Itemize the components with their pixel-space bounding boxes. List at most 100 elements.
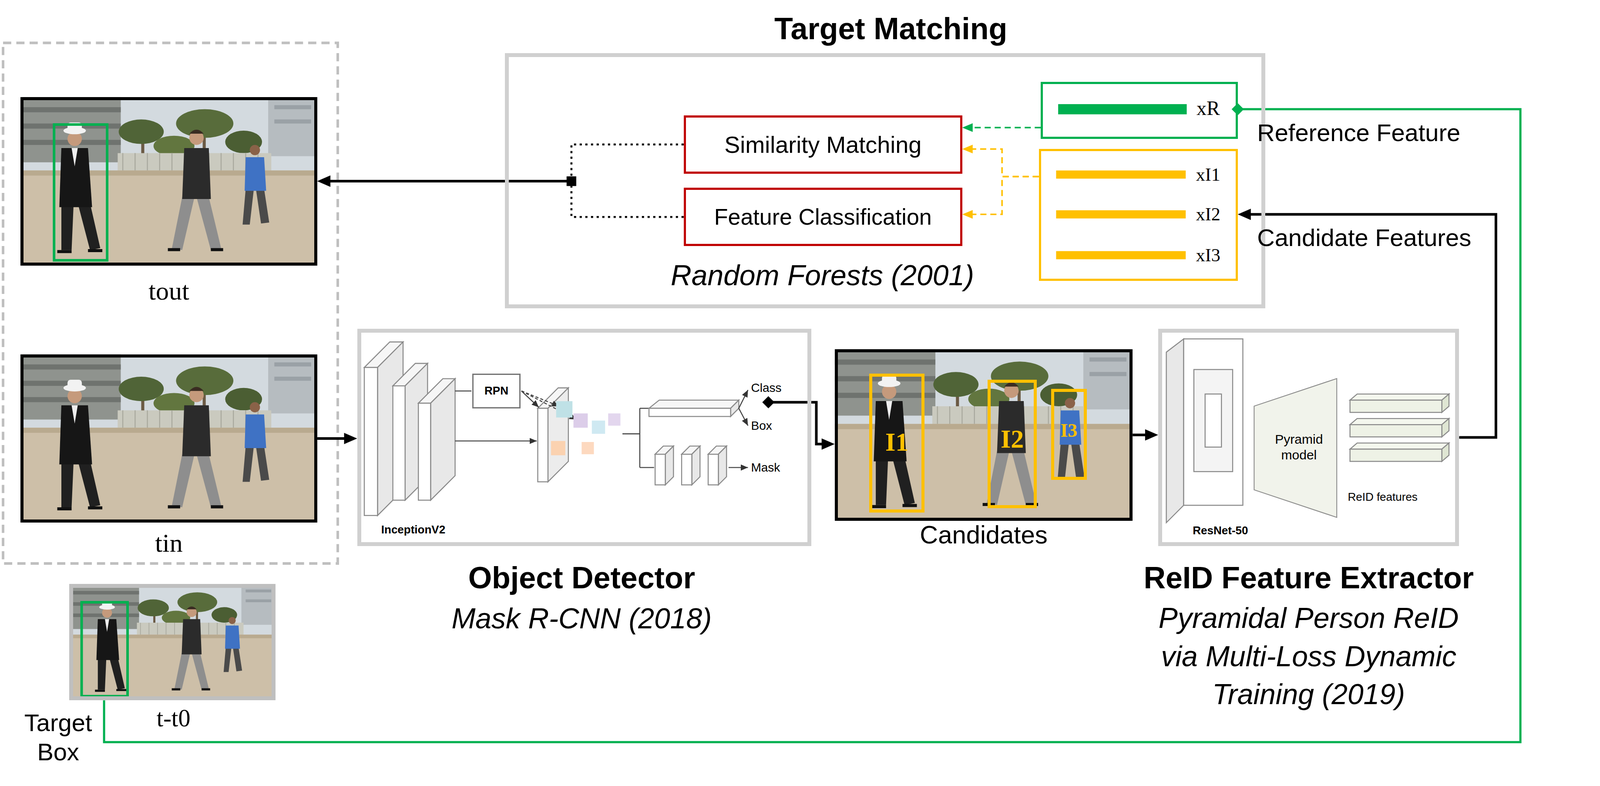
candidate-id: I2 xyxy=(1000,423,1024,455)
node-text: RPN xyxy=(484,383,509,398)
connector-arrow xyxy=(762,396,835,450)
detector-illustration xyxy=(521,390,560,407)
feature-bar xyxy=(1055,170,1186,179)
scene-photo xyxy=(20,97,318,266)
reid-illustration xyxy=(1350,418,1449,425)
trapezoid-shape xyxy=(1253,378,1337,518)
detector-illustration xyxy=(521,390,577,420)
reid-illustration xyxy=(1350,424,1443,437)
feature-box: xI1xI2xI3 xyxy=(1038,148,1238,281)
time-label: tout xyxy=(148,275,189,307)
detector-illustration xyxy=(418,403,431,501)
arrow-head xyxy=(344,432,358,444)
panel-heading: ReID Feature Extractor xyxy=(1143,559,1474,596)
detector-illustration xyxy=(648,400,739,409)
reid-illustration xyxy=(1442,442,1449,461)
reid-illustration xyxy=(1183,338,1243,505)
annotation-label: Mask xyxy=(750,460,780,475)
detector-illustration xyxy=(608,413,621,426)
detector-illustration xyxy=(622,433,640,434)
annotation-label: InceptionV2 xyxy=(381,522,446,537)
connector-line xyxy=(768,402,824,444)
candidate-box: I2 xyxy=(987,379,1037,508)
detector-illustration xyxy=(551,440,566,456)
process-box: Feature Classification xyxy=(683,187,963,246)
feature-symbol: xI2 xyxy=(1196,203,1221,226)
image-frame: tout xyxy=(20,97,318,266)
connector-line xyxy=(328,179,572,183)
detector-illustration xyxy=(639,408,641,468)
detector-illustration xyxy=(648,408,731,417)
detector-illustration xyxy=(393,385,406,501)
detector-illustration xyxy=(430,378,455,501)
process-box: Similarity Matching xyxy=(683,115,963,174)
annotation-label: ResNet-50 xyxy=(1192,523,1248,538)
connector-diamond xyxy=(762,396,775,409)
detector-illustration xyxy=(639,466,655,468)
feature-symbol: xI1 xyxy=(1196,163,1221,186)
method-caption: Mask R-CNN (2018) xyxy=(451,601,712,636)
reid-illustration xyxy=(1166,338,1184,523)
connector-arrow xyxy=(317,432,357,444)
pyramid-trapezoid: Pyramid model xyxy=(1253,377,1338,519)
module-panel: Object DetectorMask R-CNN (2018)RPN xyxy=(357,328,812,546)
connector-arrow xyxy=(1132,429,1159,441)
candidate-id: I3 xyxy=(1060,419,1078,443)
node-text: Pyramid model xyxy=(1265,431,1333,463)
time-label: tin xyxy=(154,527,183,559)
rpn-box: RPN xyxy=(472,373,521,409)
scene-photo xyxy=(20,353,318,523)
feature-bar xyxy=(1058,104,1187,115)
connector-arrow xyxy=(962,176,1039,219)
detector-illustration xyxy=(537,408,548,482)
connector-line xyxy=(971,176,1039,215)
detector-illustration xyxy=(738,408,748,426)
connector-line xyxy=(971,126,1041,129)
detector-illustration xyxy=(655,453,666,485)
detector-illustration xyxy=(364,367,378,516)
connector-line xyxy=(328,179,572,183)
annotation-label: ReID features xyxy=(1347,490,1418,504)
detector-illustration xyxy=(556,400,573,418)
scene-photo xyxy=(69,583,276,700)
detector-illustration xyxy=(665,445,674,485)
detector-illustration xyxy=(581,441,594,454)
detector-illustration xyxy=(364,341,748,516)
frame-caption: Candidates xyxy=(919,519,1048,551)
frame-caption: Target Box xyxy=(6,707,109,766)
detector-illustration xyxy=(730,400,740,417)
arrow-head xyxy=(962,144,973,154)
arrow-head xyxy=(1237,208,1251,220)
detector-illustration xyxy=(718,445,727,485)
target-highlight xyxy=(53,124,108,261)
detector-illustration xyxy=(681,453,692,485)
reid-illustration xyxy=(1193,369,1233,472)
detector-illustration xyxy=(573,413,589,428)
connector-line xyxy=(571,144,684,182)
detector-illustration xyxy=(728,466,749,468)
annotation-label: Box xyxy=(750,418,772,434)
candidate-box: I3 xyxy=(1051,388,1087,480)
arrow-head xyxy=(1145,429,1159,441)
group-panel: Target MatchingRandom Forests (2001)Simi… xyxy=(504,53,1266,309)
reid-illustration xyxy=(1442,393,1449,413)
annotation-label: Class xyxy=(750,380,782,396)
detector-illustration xyxy=(708,453,719,485)
arrow-head xyxy=(962,209,973,219)
feature-bar xyxy=(1055,251,1186,260)
target-highlight xyxy=(81,601,128,696)
detector-illustration xyxy=(691,445,700,485)
connector-line xyxy=(1132,433,1147,437)
node-text: Similarity Matching xyxy=(724,130,922,159)
detector-illustration xyxy=(591,420,606,434)
arrow-head xyxy=(317,175,331,187)
connector-line xyxy=(317,436,347,440)
connector-line xyxy=(971,148,1039,177)
annotation-label: Candidate Features xyxy=(1257,223,1472,253)
feature-bar xyxy=(1055,210,1186,219)
arrow-head xyxy=(962,123,973,132)
image-frame: Target Boxt-t0 xyxy=(69,583,276,700)
connector-arrow xyxy=(317,144,684,187)
reid-illustration xyxy=(1350,393,1449,400)
module-panel: ReID Feature ExtractorPyramidal Person R… xyxy=(1158,328,1460,546)
